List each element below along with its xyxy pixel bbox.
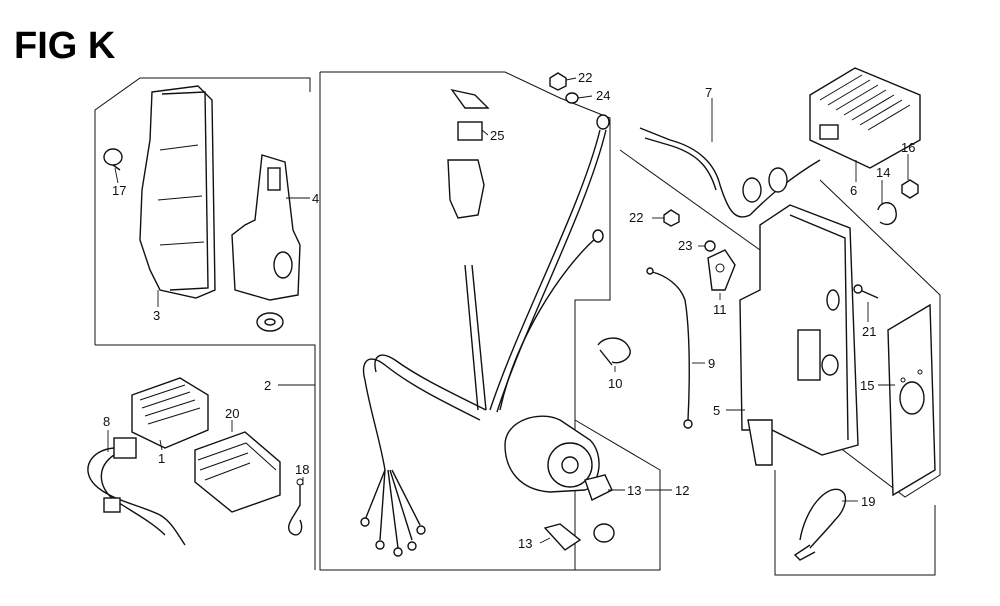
callout-25: 25 bbox=[490, 128, 504, 143]
callout-12: 12 bbox=[675, 483, 689, 498]
solenoid bbox=[504, 415, 600, 493]
part-23-washer bbox=[704, 240, 716, 252]
callout-2: 2 bbox=[264, 378, 271, 393]
callout-10: 10 bbox=[608, 376, 622, 391]
callout-11: 11 bbox=[713, 302, 727, 317]
part-10-clamp bbox=[597, 337, 631, 366]
figure-title: FIG K bbox=[14, 25, 116, 67]
part-7-lead-harness bbox=[639, 127, 821, 218]
part-17-screw bbox=[103, 148, 123, 171]
callout-5: 5 bbox=[713, 403, 720, 418]
part-13-terminal-upper bbox=[584, 474, 613, 501]
callout-labels: 17 3 4 2 8 1 20 18 22 24 25 7 6 14 16 22… bbox=[103, 70, 915, 551]
part-12-main-harness bbox=[360, 114, 610, 557]
part-8-wire bbox=[87, 447, 186, 546]
callout-7: 7 bbox=[705, 85, 712, 100]
callout-9: 9 bbox=[708, 356, 715, 371]
o-ring bbox=[593, 523, 615, 543]
callout-6: 6 bbox=[850, 183, 857, 198]
callout-23: 23 bbox=[678, 238, 692, 253]
part-22-nut-mid bbox=[663, 209, 680, 227]
part-13-terminal-lower bbox=[543, 523, 582, 551]
part-22-nut-top bbox=[549, 72, 567, 91]
callout-21: 21 bbox=[862, 324, 876, 339]
part-20-block bbox=[194, 431, 281, 513]
callout-13-lower: 13 bbox=[518, 536, 532, 551]
callout-15: 15 bbox=[860, 378, 874, 393]
callout-24: 24 bbox=[596, 88, 610, 103]
part-5-panel bbox=[739, 204, 859, 466]
part-1-regulator bbox=[113, 377, 209, 459]
part-9-ground-lead bbox=[646, 267, 693, 429]
callout-13-upper: 13 bbox=[627, 483, 641, 498]
part-11-connector bbox=[707, 249, 736, 291]
part-16-bolt bbox=[901, 179, 919, 199]
callout-16: 16 bbox=[901, 140, 915, 155]
part-6-regulator-rectifier bbox=[809, 67, 921, 169]
part-3-cover bbox=[139, 85, 216, 299]
grommet bbox=[256, 312, 284, 332]
callout-22-top: 22 bbox=[578, 70, 592, 85]
callout-18: 18 bbox=[295, 462, 309, 477]
part-21-screw bbox=[853, 284, 879, 299]
callout-14: 14 bbox=[876, 165, 890, 180]
part-19-band bbox=[793, 488, 847, 561]
callout-3: 3 bbox=[153, 308, 160, 323]
part-4-bracket bbox=[231, 154, 301, 301]
group-outlines bbox=[94, 71, 941, 576]
part-25-fuse-holder bbox=[447, 88, 490, 219]
callout-8: 8 bbox=[103, 414, 110, 429]
callout-22-mid: 22 bbox=[629, 210, 643, 225]
callout-17: 17 bbox=[112, 183, 126, 198]
callout-20: 20 bbox=[225, 406, 239, 421]
part-14-clip bbox=[877, 202, 897, 226]
part-18-clip bbox=[288, 478, 304, 536]
part-24-washer bbox=[565, 92, 579, 104]
callout-19: 19 bbox=[861, 494, 875, 509]
callout-1: 1 bbox=[158, 451, 165, 466]
part-15-cover-plate bbox=[887, 303, 936, 497]
callout-4: 4 bbox=[312, 191, 319, 206]
leader-lines bbox=[107, 77, 909, 544]
